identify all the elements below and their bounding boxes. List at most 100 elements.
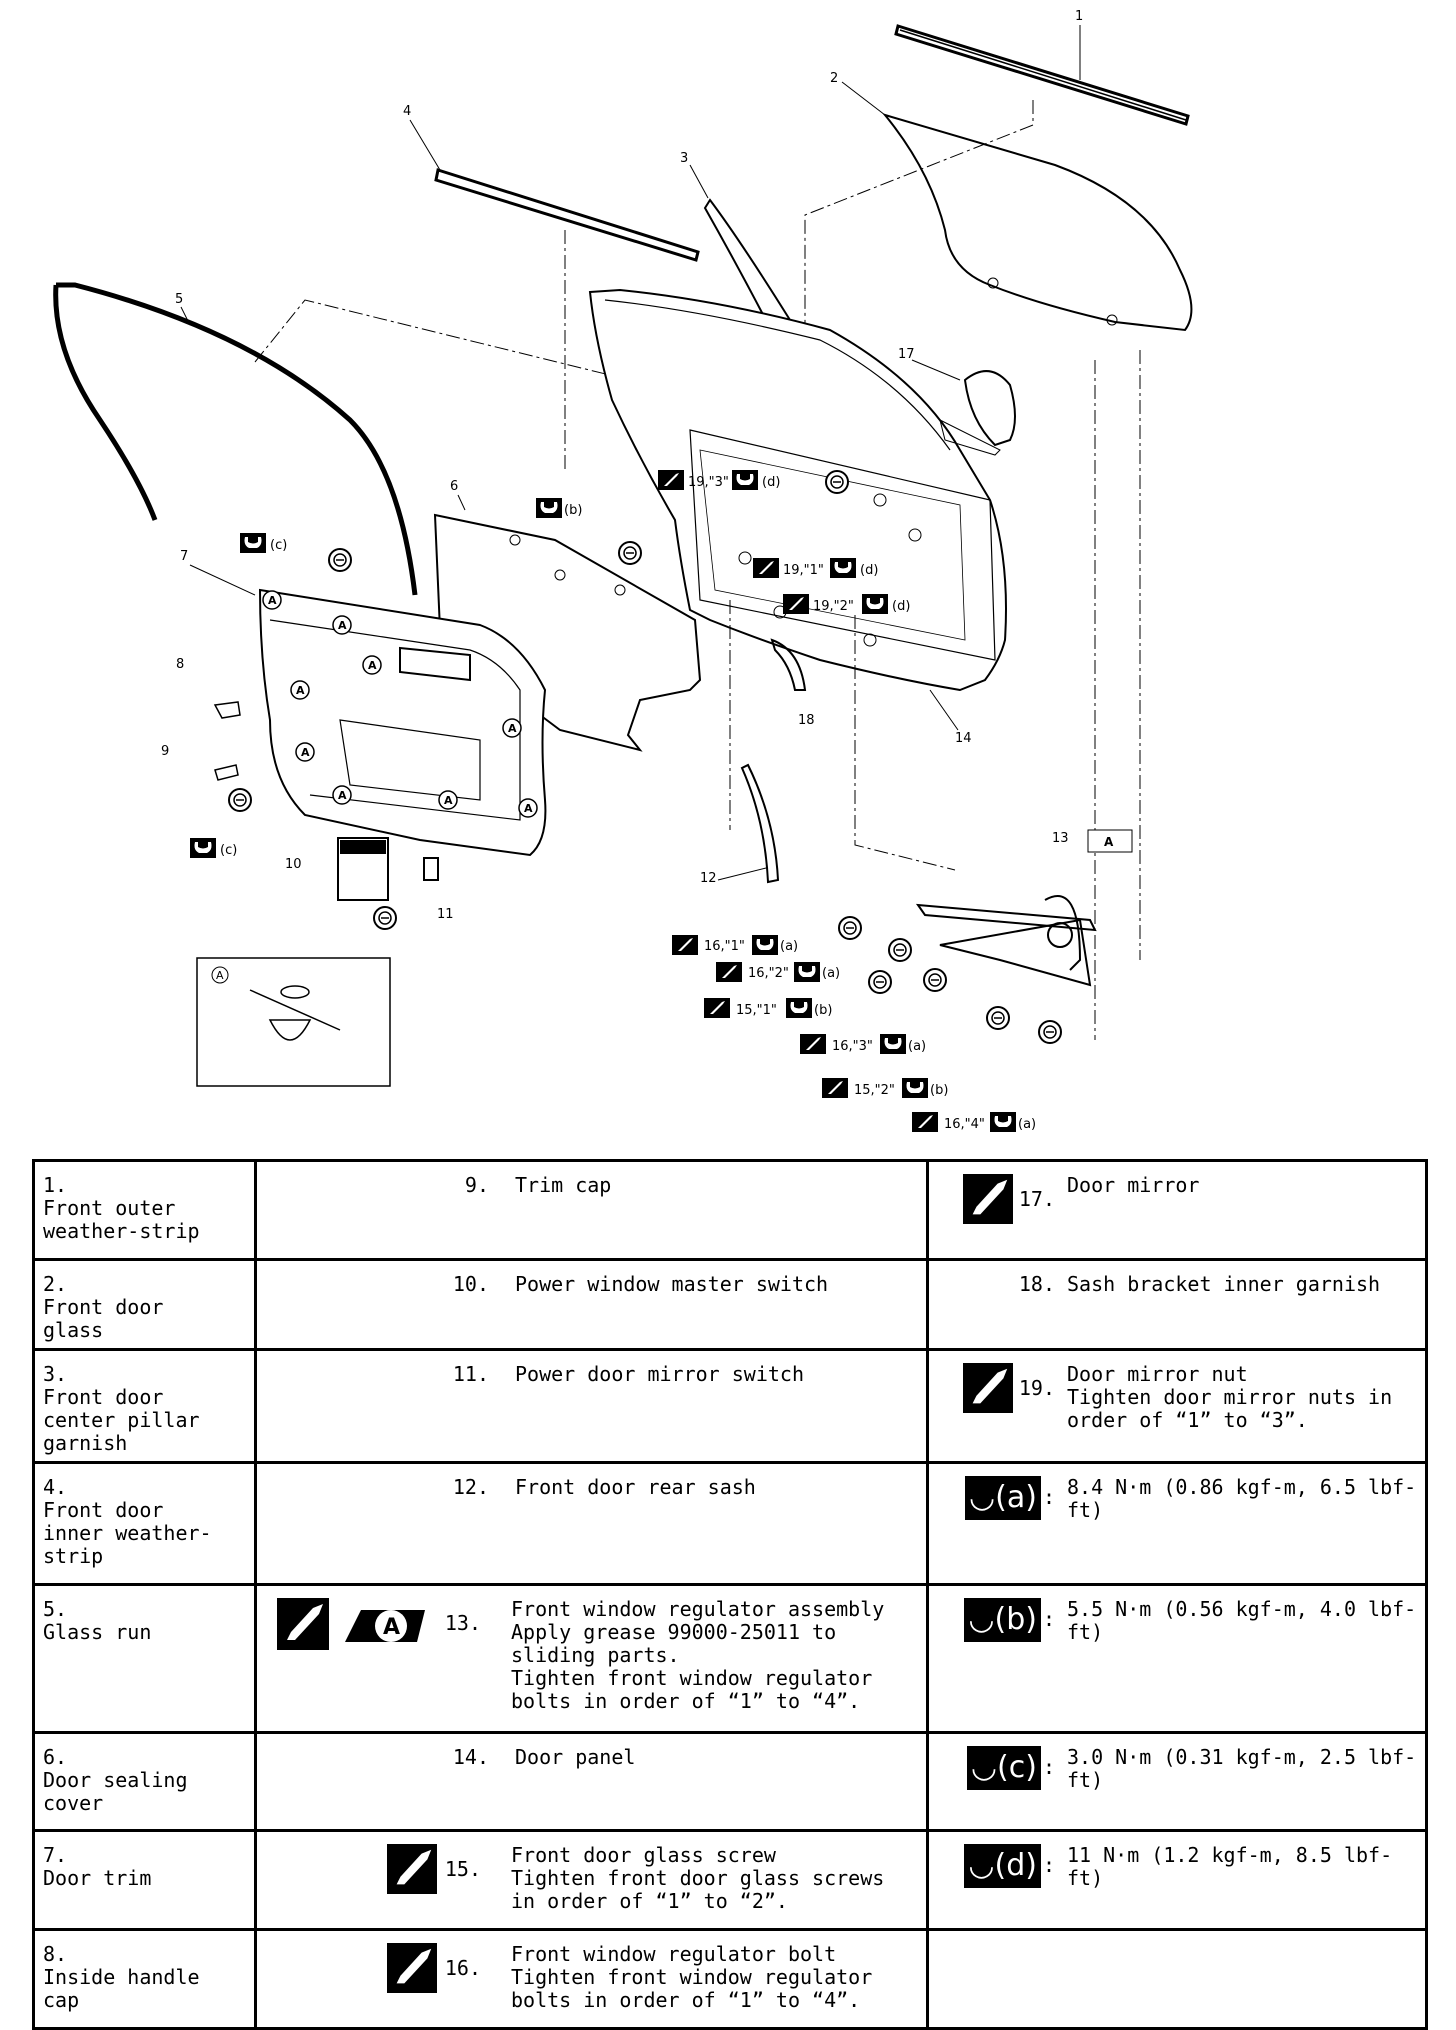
svg-text:A: A [1104,835,1114,849]
legend-cell: 1.Front outer weather-strip [32,1159,257,1261]
svg-text:(b): (b) [564,503,582,518]
sash-garnish-part [770,638,807,691]
svg-text:(a): (a) [908,1039,926,1054]
callout-3: 3 [680,151,688,166]
svg-text:A: A [383,1615,400,1640]
legend-row: 4.Front door inner weather-strip 12.Fron… [32,1461,1428,1586]
door-trim-part [258,588,547,857]
svg-text:(d): (d) [892,599,910,614]
legend-cell: 18.Sash bracket inner garnish [926,1258,1428,1351]
wrench-icon: ◡(a) [964,1476,1041,1520]
tag-b-mirror: (b) [536,498,582,518]
torque-tool-icon [387,1943,437,1993]
callout-7: 7 [180,549,188,564]
legend-cell: 12.Front door rear sash [254,1461,929,1586]
legend-row: 6.Door sealing cover 14.Door panel ◡(c):… [32,1731,1428,1832]
callout-17: 17 [898,347,915,362]
tag-16-4: 16,"4" (a) [912,1112,1036,1132]
svg-text:(c): (c) [220,843,237,858]
rear-sash-part [740,763,780,884]
callout-18: 18 [798,713,815,728]
svg-text:(b): (b) [814,1003,832,1018]
torque-tool-icon [962,1363,1013,1413]
inset-marker: A [216,969,224,982]
callout-11: 11 [437,907,454,922]
svg-text:19,"3": 19,"3" [688,475,729,490]
legend-cell: 7.Door trim [32,1829,257,1931]
legend-cell: 14.Door panel [254,1731,929,1832]
tag-16-2: 16,"2" (a) [716,962,840,982]
callout-4: 4 [403,104,411,119]
legend-row: 8.Inside handle cap 16.Front window regu… [32,1928,1428,2030]
legend-cell: 6.Door sealing cover [32,1731,257,1832]
torque-tool-icon [387,1844,437,1894]
svg-text:(b): (b) [930,1083,948,1098]
svg-text:15,"1": 15,"1" [736,1003,777,1018]
grease-icon: A [337,1598,437,1650]
tag-15-1: 15,"1" (b) [704,998,832,1018]
trim-cap-part [214,764,239,781]
callout-1: 1 [1075,9,1083,24]
callout-9: 9 [161,744,169,759]
svg-text:16,"2": 16,"2" [748,966,789,981]
inside-handle-cap-part [213,701,241,719]
legend-cell: 9.Trim cap [254,1159,929,1261]
svg-text:15,"2": 15,"2" [854,1083,895,1098]
tag-c-upper: (c) [240,533,287,553]
door-panel-part [588,288,1007,692]
legend-cell: ◡(d):11 N·m (1.2 kgf-m, 8.5 lbf-ft) [926,1829,1428,1931]
wrench-icon: ◡(d) [964,1844,1041,1888]
mirror-switch-part [423,857,439,881]
callout-10: 10 [285,857,302,872]
callout-12: 12 [700,871,717,886]
legend-cell: 3.Front door center pillar garnish [32,1348,257,1464]
svg-text:(c): (c) [270,538,287,553]
inner-weatherstrip-part [434,168,700,262]
tag-16-1: 16,"1" (a) [672,935,798,955]
svg-text:(d): (d) [762,475,780,490]
callout-8: 8 [176,657,184,672]
tag-15-2: 15,"2" (b) [822,1078,948,1098]
callout-2: 2 [830,71,838,86]
torque-tool-icon [277,1598,329,1650]
tag-19-1: 19,"1" (d) [753,558,878,578]
tag-16-3: 16,"3" (a) [800,1034,926,1054]
wrench-icon: ◡(b) [964,1598,1041,1642]
legend-cell: 4.Front door inner weather-strip [32,1461,257,1586]
callout-13: 13 [1052,831,1069,846]
svg-text:19,"2": 19,"2" [813,599,854,614]
svg-text:19,"1": 19,"1" [783,563,824,578]
legend-cell: 10.Power window master switch [254,1258,929,1351]
legend-cell: ◡(c):3.0 N·m (0.31 kgf-m, 2.5 lbf-ft) [926,1731,1428,1832]
svg-text:(a): (a) [822,966,840,981]
svg-text:16,"1": 16,"1" [704,939,745,954]
legend-row: 1.Front outer weather-strip 9.Trim cap 1… [32,1159,1428,1261]
svg-text:16,"4": 16,"4" [944,1117,985,1132]
master-switch-part [337,837,389,901]
callout-6: 6 [450,479,458,494]
callout-5: 5 [175,292,183,307]
parts-legend-table: 1.Front outer weather-strip 9.Trim cap 1… [32,1159,1428,2030]
svg-text:(a): (a) [1018,1117,1036,1132]
glass-run-part [53,282,418,596]
window-regulator-part [915,895,1097,987]
clip-detail-inset [196,957,391,1087]
legend-row: 2.Front door glass 10.Power window maste… [32,1258,1428,1351]
svg-text:(a): (a) [780,939,798,954]
legend-cell: ◡(b):5.5 N·m (0.56 kgf-m, 4.0 lbf-ft) [926,1583,1428,1734]
grease-icon: A [1087,829,1133,853]
door-mirror-part [939,370,1016,456]
tag-19-2: 19,"2" (d) [783,594,910,614]
legend-cell [926,1928,1428,2030]
legend-row: 3.Front door center pillar garnish 11.Po… [32,1348,1428,1464]
outer-weatherstrip-part [894,24,1190,126]
callout-14: 14 [955,731,972,746]
legend-cell: 11.Power door mirror switch [254,1348,929,1464]
door-glass-part [882,113,1193,332]
